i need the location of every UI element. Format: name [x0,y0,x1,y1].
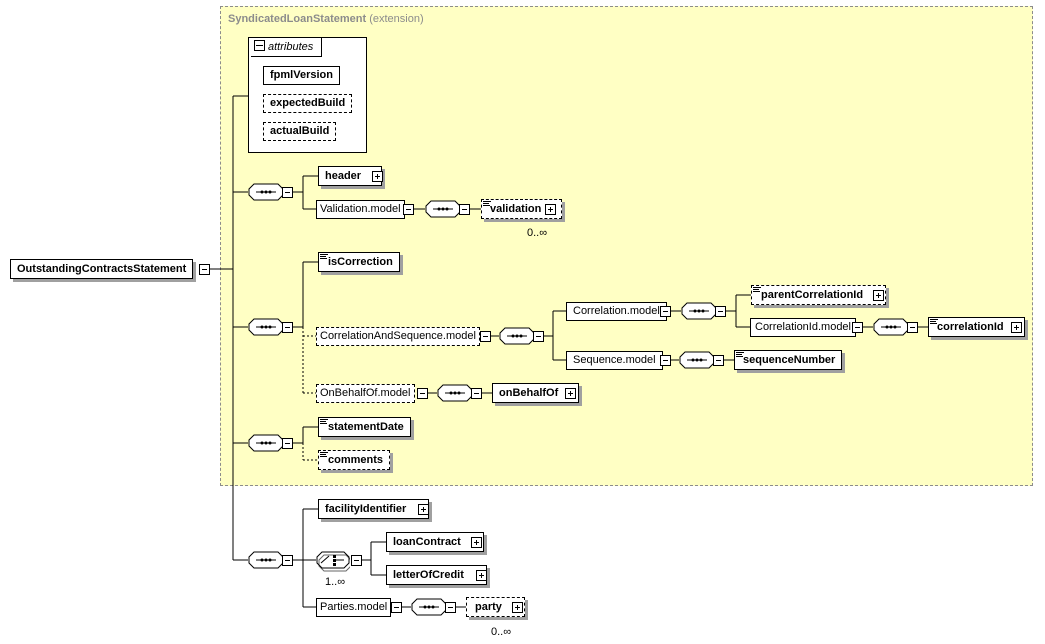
collapse-icon[interactable] [660,306,671,317]
extension-title: SyndicatedLoanStatement (extension) [228,13,424,25]
correlation-model-group[interactable]: Correlation.model [566,302,667,321]
documentation-icon [320,419,328,426]
cardinality-label: 0..∞ [527,227,548,239]
on-behalf-of-model-group[interactable]: OnBehalfOf.model [316,384,415,403]
element-iscorrection[interactable]: isCorrection [318,252,400,272]
sequence-icon[interactable] [873,318,909,336]
sequence-icon[interactable] [411,598,447,616]
element-validation[interactable]: validation [481,199,563,219]
element-parentcorrelationid[interactable]: parentCorrelationId [751,285,887,305]
expand-icon[interactable] [1011,322,1022,333]
sequence-icon[interactable] [499,327,535,345]
expand-icon[interactable] [565,388,576,399]
collapse-icon[interactable] [351,555,362,566]
sequence-icon[interactable] [248,551,284,569]
expand-icon[interactable] [372,171,383,182]
collapse-icon[interactable] [713,355,724,366]
element-statementdate[interactable]: statementDate [318,417,411,437]
element-comments[interactable]: comments [318,450,391,470]
documentation-icon [483,201,491,208]
element-facilityidentifier[interactable]: facilityIdentifier [318,499,430,519]
expand-icon[interactable] [476,570,487,581]
correlation-and-sequence-model-group[interactable]: CorrelationAndSequence.model [316,327,480,346]
cardinality-label: 0..∞ [491,626,512,638]
parties-model-group[interactable]: Parties.model [316,598,392,617]
sequence-icon[interactable] [248,183,284,201]
documentation-icon [736,352,744,359]
collapse-icon[interactable] [417,388,428,399]
expand-icon[interactable] [418,504,429,515]
element-header[interactable]: header [318,166,383,186]
collapse-icon[interactable] [282,187,293,198]
collapse-icon[interactable] [445,602,456,613]
element-loancontract[interactable]: loanContract [386,532,484,552]
element-letterofcredit[interactable]: letterOfCredit [386,565,487,585]
element-correlationid[interactable]: correlationId [928,317,1025,337]
collapse-icon[interactable] [459,204,470,215]
collapse-icon[interactable] [282,322,293,333]
collapse-icon[interactable] [282,438,293,449]
choice-icon[interactable] [316,551,350,575]
collapse-icon[interactable] [391,602,402,613]
sequence-model-group[interactable]: Sequence.model [566,351,663,370]
sequence-icon[interactable] [681,302,717,320]
expand-icon[interactable] [873,290,884,301]
correlation-id-model-group[interactable]: CorrelationId.model [750,318,856,337]
collapse-icon[interactable] [282,555,293,566]
documentation-icon [753,287,761,294]
root-element[interactable]: OutstandingContractsStatement [10,259,194,279]
expand-icon[interactable] [512,602,523,613]
sequence-icon[interactable] [248,434,284,452]
sequence-icon[interactable] [437,384,473,402]
sequence-icon[interactable] [679,351,715,369]
element-party[interactable]: party [466,597,525,617]
collapse-icon[interactable] [199,264,210,275]
collapse-icon[interactable] [471,388,482,399]
documentation-icon [930,319,938,326]
expand-icon[interactable] [545,204,556,215]
cardinality-label: 1..∞ [325,576,346,588]
documentation-icon [320,254,328,261]
attribute-fpmlversion[interactable]: fpmlVersion [263,66,340,85]
collapse-icon[interactable] [480,331,491,342]
collapse-icon[interactable] [403,204,414,215]
element-onbehalfof[interactable]: onBehalfOf [492,383,580,403]
collapse-icon[interactable] [907,322,918,333]
collapse-icon[interactable] [852,322,863,333]
collapse-icon[interactable] [715,306,726,317]
validation-model-group[interactable]: Validation.model [316,200,405,219]
sequence-icon[interactable] [425,200,461,218]
sequence-icon[interactable] [248,318,284,336]
attribute-actualbuild[interactable]: actualBuild [263,122,337,141]
collapse-icon[interactable] [254,40,265,51]
collapse-icon[interactable] [660,355,671,366]
expand-icon[interactable] [471,537,482,548]
attribute-expectedbuild[interactable]: expectedBuild [263,94,353,113]
attributes-header[interactable]: attributes [251,38,322,57]
collapse-icon[interactable] [533,331,544,342]
element-sequencenumber[interactable]: sequenceNumber [734,350,843,370]
documentation-icon [320,452,328,459]
